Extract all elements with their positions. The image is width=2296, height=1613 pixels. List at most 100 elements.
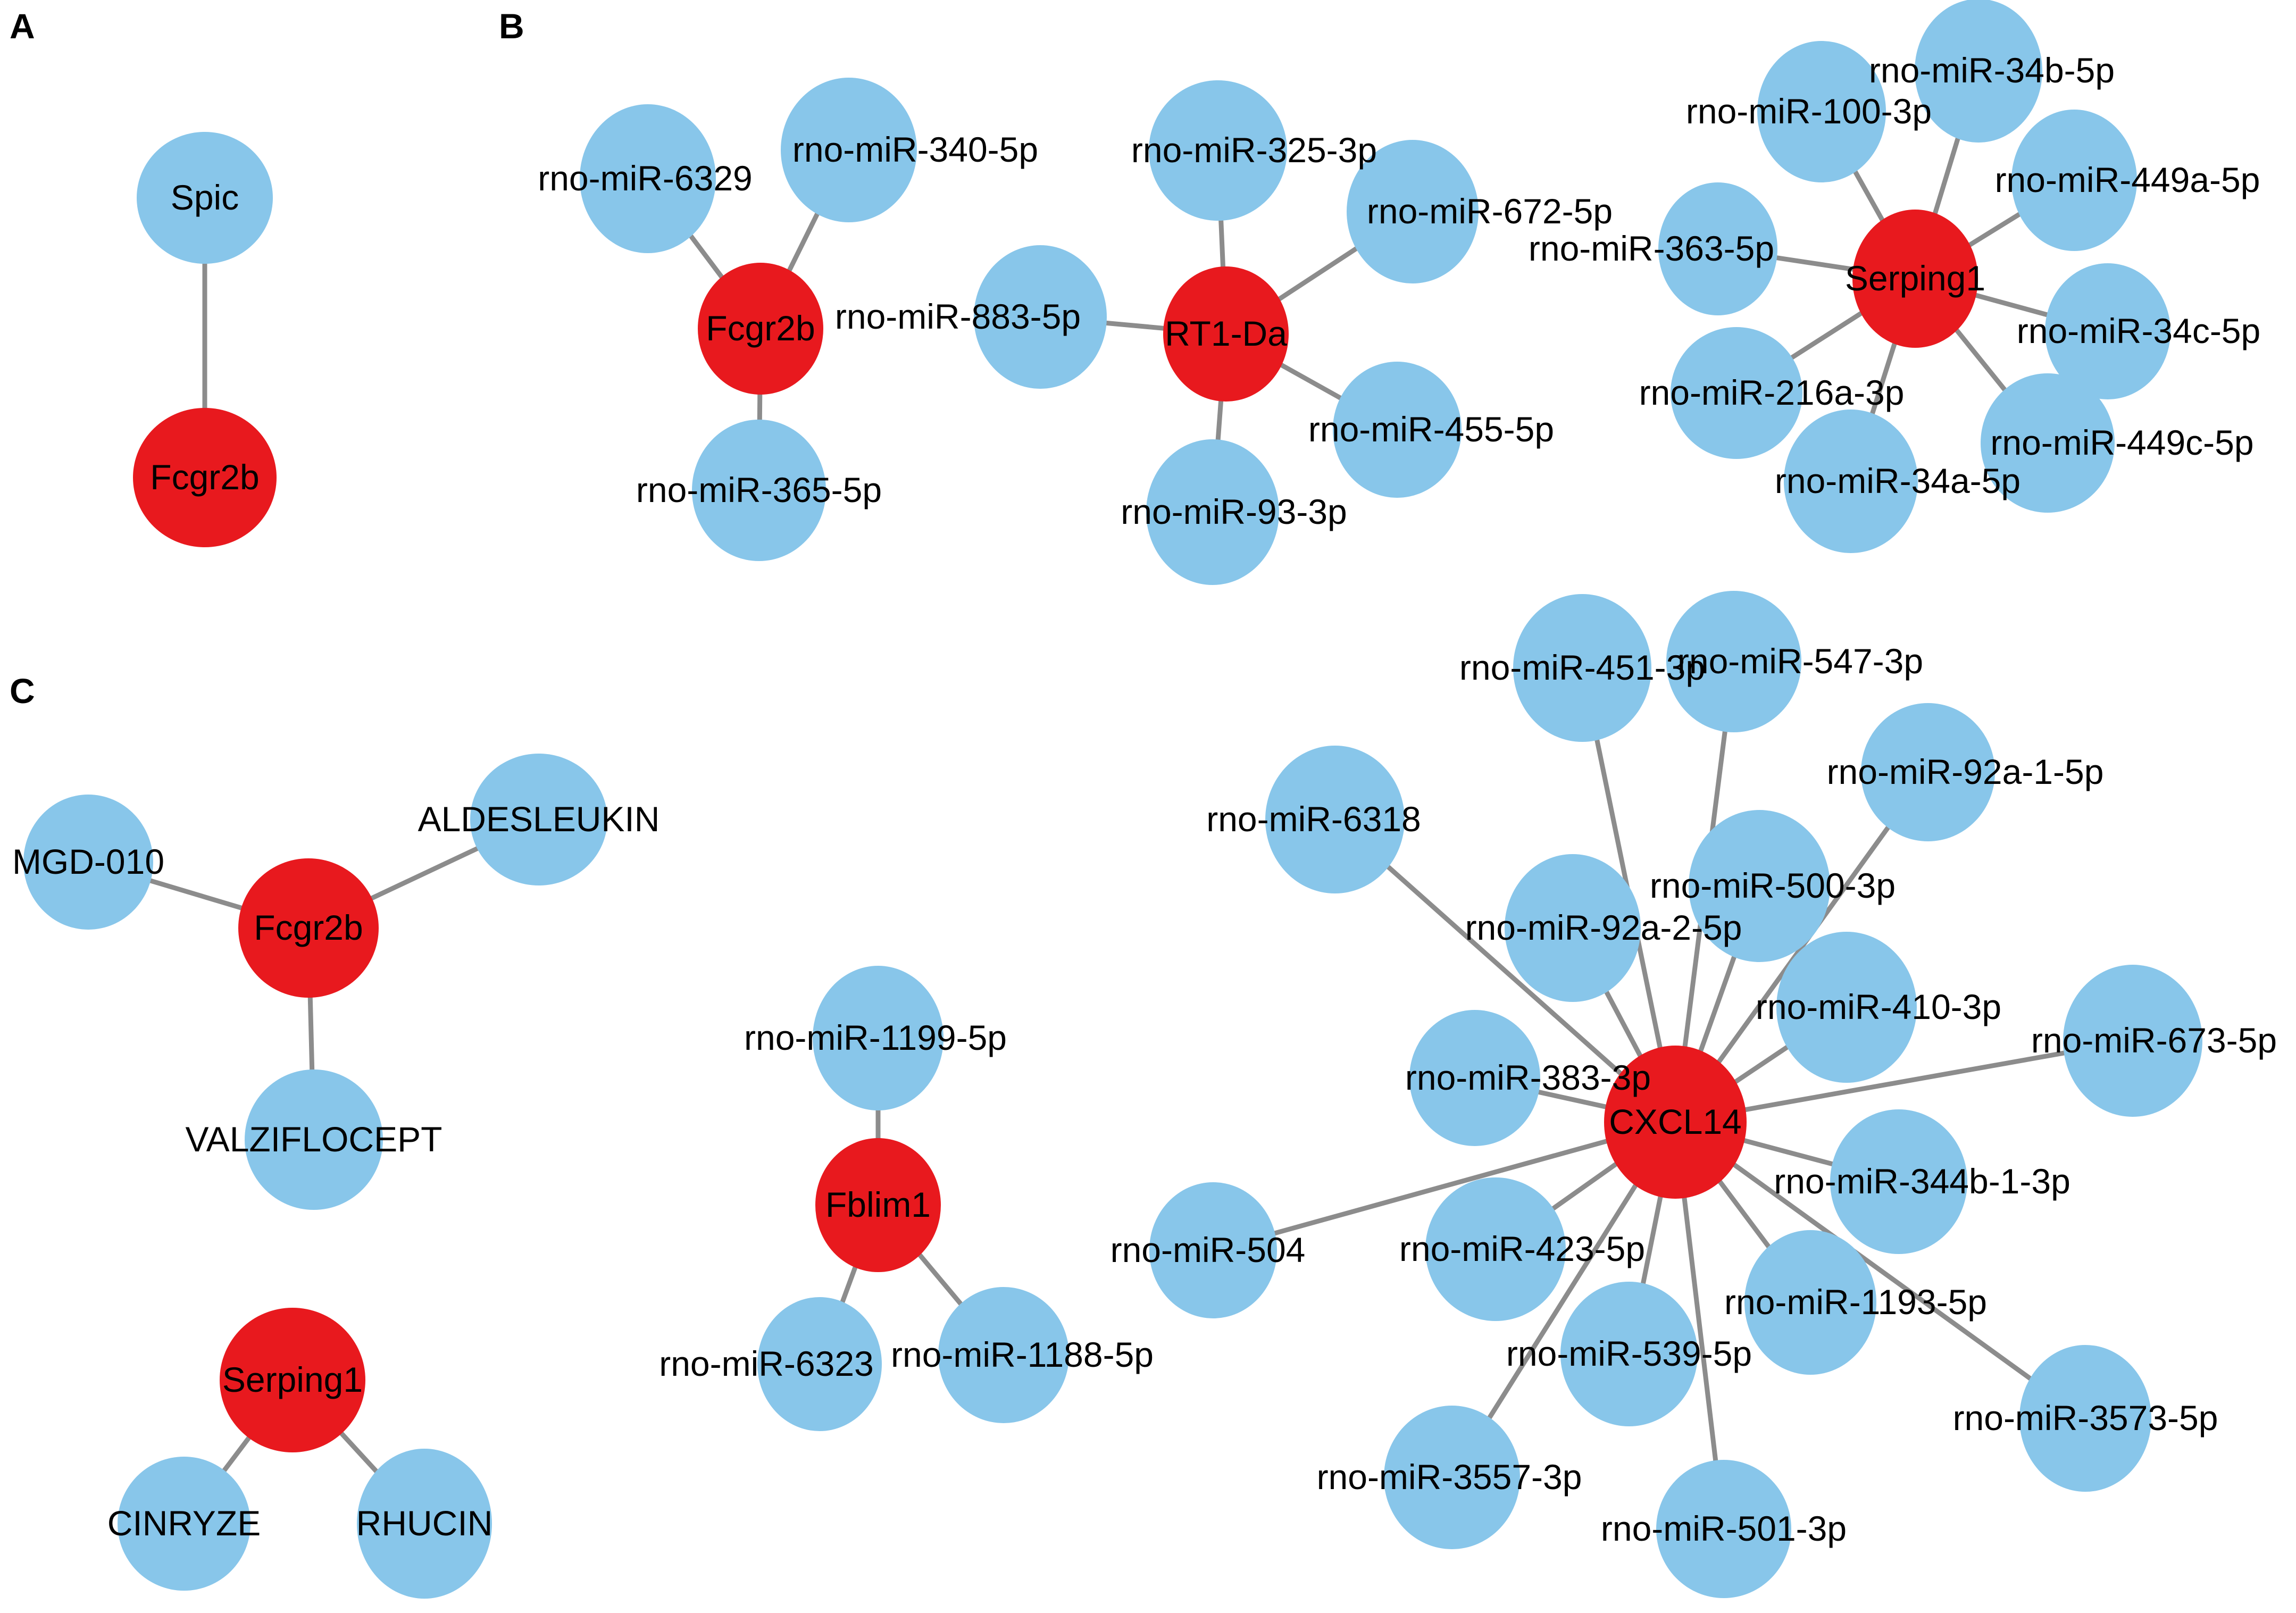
panel-c-mgd-010-label: MGD-010: [12, 842, 164, 881]
panel-c-rno-mir-500-3p-label: rno-miR-500-3p: [1650, 866, 1896, 905]
panel-b-rno-mir-363-5p-label: rno-miR-363-5p: [1529, 229, 1774, 268]
panel-c-rno-mir-6323-label: rno-miR-6323: [659, 1344, 873, 1383]
panel-b-rno-mir-449c-5p-label: rno-miR-449c-5p: [1990, 423, 2253, 462]
panel-c-rhucin-label: RHUCIN: [356, 1503, 493, 1543]
panel-c-rno-mir-1199-5p-node: [813, 966, 944, 1110]
node-layer: [23, 0, 2202, 1599]
panel-c-valziflocept-label: VALZIFLOCEPT: [186, 1119, 442, 1159]
panel-b-rno-mir-449c-5p-node: [1981, 373, 2115, 513]
panel-c-rno-mir-410-3p-label: rno-miR-410-3p: [1756, 987, 2001, 1026]
panel-c-rno-mir-500-3p-node: [1689, 810, 1830, 962]
panel-c-edge-cxcl14-rno-mir-6318: [1332, 817, 1678, 1125]
panel-c-rno-mir-504-node: [1149, 1182, 1277, 1318]
panel-b-rno-mir-455-5p-label: rno-miR-455-5p: [1308, 409, 1554, 449]
panel-c-rno-mir-451-3p-label: rno-miR-451-3p: [1459, 648, 1705, 687]
panel-c-cxcl14-hub-label: CXCL14: [1609, 1102, 1741, 1141]
panel-b-rno-mir-216a-3p-label: rno-miR-216a-3p: [1639, 373, 1905, 412]
panel-c-rno-mir-504-label: rno-miR-504: [1111, 1230, 1306, 1269]
panel-c-rno-mir-383-3p-label: rno-miR-383-3p: [1405, 1058, 1651, 1097]
panel-b-serping1-hub-node: [1852, 210, 1978, 348]
panel-c-rno-mir-423-5p-label: rno-miR-423-5p: [1399, 1229, 1645, 1268]
panel-label-c: C: [10, 671, 35, 711]
panel-c-rno-mir-344b-1-3p-node: [1830, 1109, 1967, 1254]
panel-b-rt1-da-hub-node: [1163, 266, 1289, 402]
panel-b-rno-mir-455-5p-node: [1333, 362, 1462, 498]
panel-b-rno-mir-449a-5p-label: rno-miR-449a-5p: [1995, 160, 2260, 199]
panel-c-rno-mir-539-5p-node: [1560, 1282, 1698, 1426]
panel-b-rno-mir-216a-3p-node: [1671, 327, 1802, 459]
panel-a-spic-label: Spic: [171, 178, 239, 217]
panel-c-rhucin-node: [357, 1449, 492, 1599]
panel-b-serping1-hub-label: Serping1: [1845, 258, 1985, 298]
panel-c-rno-mir-3557-3p-node: [1384, 1406, 1520, 1549]
panel-c-aldesleukin-label: ALDESLEUKIN: [418, 799, 660, 839]
panel-c-rno-mir-3573-5p-label: rno-miR-3573-5p: [1953, 1398, 2218, 1438]
panel-b-rno-mir-93-3p-node: [1146, 439, 1279, 585]
panel-b-rno-mir-100-3p-label: rno-miR-100-3p: [1686, 91, 1932, 131]
panel-b-rno-mir-34b-5p-node: [1915, 0, 2042, 143]
panel-c-rno-mir-673-5p-node: [2063, 965, 2202, 1117]
panel-c-edge-cxcl14-rno-mir-504: [1210, 1119, 1678, 1253]
panel-c-rno-mir-423-5p-node: [1425, 1177, 1566, 1321]
panel-b-rno-mir-672-5p-node: [1347, 140, 1479, 283]
panel-c-serping1-hub-node: [220, 1308, 365, 1452]
panel-b-rno-mir-325-3p-node: [1149, 80, 1287, 221]
panel-c-fblim1-hub-label: Fblim1: [825, 1185, 931, 1224]
panel-c-cinryze-label: CINRYZE: [107, 1503, 261, 1543]
panel-c-fcgr2b-hub-node: [238, 858, 379, 998]
panel-c-mgd-010-node: [23, 795, 153, 930]
panel-c-rno-mir-547-3p-label: rno-miR-547-3p: [1677, 641, 1923, 681]
panel-c-rno-mir-673-5p-label: rno-miR-673-5p: [2031, 1021, 2277, 1060]
panel-b-rno-mir-6329-label: rno-miR-6329: [538, 158, 752, 198]
panel-b-rno-mir-340-5p-label: rno-miR-340-5p: [792, 130, 1038, 169]
panel-b-rno-mir-340-5p-node: [781, 78, 917, 222]
panel-c-rno-mir-539-5p-label: rno-miR-539-5p: [1506, 1334, 1752, 1373]
panel-b-rno-mir-883-5p-label: rno-miR-883-5p: [835, 297, 1081, 336]
panel-c-rno-mir-6318-label: rno-miR-6318: [1206, 799, 1421, 839]
panel-b-rno-mir-363-5p-node: [1658, 182, 1777, 315]
panel-label-a: A: [10, 6, 35, 46]
panel-c-rno-mir-1199-5p-label: rno-miR-1199-5p: [744, 1018, 1007, 1057]
panel-c-rno-mir-1193-5p-label: rno-miR-1193-5p: [1724, 1282, 1987, 1322]
panel-c-edge-cxcl14-rno-mir-673-5p: [1673, 1038, 2135, 1125]
panel-c-fcgr2b-hub-label: Fcgr2b: [254, 908, 363, 947]
panel-c-rno-mir-451-3p-node: [1513, 594, 1651, 742]
panel-b-rno-mir-6329-node: [580, 104, 716, 253]
panel-c-rno-mir-1188-5p-node: [938, 1287, 1069, 1423]
panel-c-cxcl14-hub-node: [1604, 1046, 1747, 1199]
panel-c-rno-mir-410-3p-node: [1776, 932, 1917, 1083]
panel-b-fcgr2b-hub-label: Fcgr2b: [706, 308, 815, 348]
panel-c-rno-mir-501-3p-node: [1656, 1460, 1791, 1598]
panel-c-rno-mir-92a-2-5p-node: [1505, 854, 1641, 1002]
panel-label-b: B: [499, 6, 524, 46]
panel-c-rno-mir-383-3p-node: [1409, 1010, 1540, 1146]
panel-c-rno-mir-92a-1-5p-node: [1861, 703, 1995, 841]
panel-b-rno-mir-883-5p-node: [974, 245, 1107, 389]
panel-a-fcgr2b-hub-node: [133, 408, 277, 547]
panel-c-valziflocept-node: [245, 1069, 383, 1210]
panel-b-rno-mir-34c-5p-label: rno-miR-34c-5p: [2017, 311, 2260, 350]
panel-c-rno-mir-6318-node: [1265, 746, 1405, 893]
panel-b-rno-mir-34a-5p-label: rno-miR-34a-5p: [1775, 461, 2021, 500]
panel-b-fcgr2b-hub-node: [698, 263, 823, 395]
panel-c-rno-mir-344b-1-3p-label: rno-miR-344b-1-3p: [1774, 1161, 2070, 1201]
panel-c-rno-mir-501-3p-label: rno-miR-501-3p: [1601, 1509, 1847, 1548]
panel-a-fcgr2b-hub-label: Fcgr2b: [150, 457, 259, 497]
panel-b-rno-mir-93-3p-label: rno-miR-93-3p: [1121, 492, 1347, 531]
panel-c-cinryze-node: [118, 1457, 251, 1591]
panel-c-rno-mir-6323-node: [757, 1297, 882, 1431]
panel-b-rno-mir-449a-5p-node: [2011, 110, 2137, 251]
panel-c-rno-mir-92a-1-5p-label: rno-miR-92a-1-5p: [1827, 752, 2104, 791]
panel-b-rno-mir-325-3p-label: rno-miR-325-3p: [1131, 130, 1377, 170]
panel-c-rno-mir-92a-2-5p-label: rno-miR-92a-2-5p: [1465, 908, 1742, 947]
panel-b-rt1-da-hub-label: RT1-Da: [1165, 314, 1287, 353]
panel-c-fblim1-hub-node: [815, 1138, 941, 1272]
panel-c-rno-mir-3573-5p-node: [2019, 1345, 2151, 1492]
panel-b-rno-mir-34c-5p-node: [2045, 263, 2170, 399]
panel-c-rno-mir-1193-5p-node: [1744, 1230, 1876, 1375]
panel-b-rno-mir-34a-5p-node: [1784, 409, 1918, 553]
panel-b-rno-mir-100-3p-node: [1757, 41, 1886, 182]
panel-c-serping1-hub-label: Serping1: [222, 1360, 363, 1399]
